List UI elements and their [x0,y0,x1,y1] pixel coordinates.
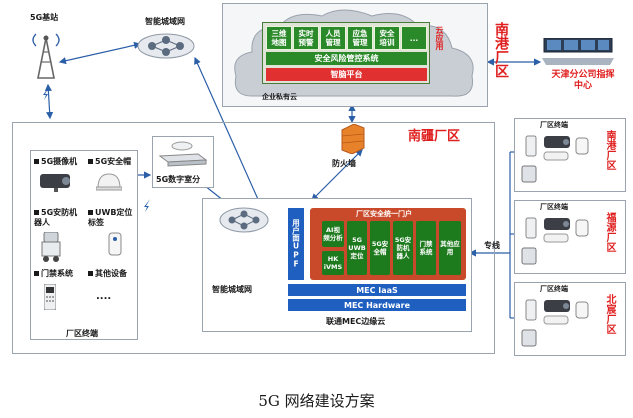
app-uwb: 5G UWB定位 [347,221,367,275]
figure-caption: 5G 网络建设方案 [258,392,375,410]
terminal-item-robot-text: 5G安防机器人 [34,208,78,227]
upf-bar: 用户面UPF [288,208,304,280]
camera-icon [40,172,76,192]
app-access: 门禁系统 [416,221,436,275]
terminal-item-access: 门禁系统 [34,270,73,278]
terminal-more: .... [96,291,112,302]
firewall-icon [340,123,366,155]
site-name-fuyuan: 福源厂区 [604,212,615,252]
terminal-title: 厂区终端 [66,329,98,338]
tianjin-label: 天津分公司指挥中心 [548,70,618,92]
site-name-beichen: 北宸厂区 [604,294,615,334]
command-center-icon [540,37,616,66]
terminal-item-uwb-text: UWB定位标签 [88,208,133,227]
smart-brain-platform: 智脑平台 [266,68,427,81]
firewall-label: 防火墙 [332,159,356,168]
router-cloud-icon [136,28,196,60]
dedicated-line-label: 专线 [484,241,500,250]
portal-label: 厂区安全统一门户 [356,210,412,218]
app-ai-video: AI视频分析 [322,221,344,247]
app-robot: 5G安防机器人 [393,221,413,275]
smart-net-label: 智能城域网 [145,17,185,26]
terminal-item-helmet: 5G安全帽 [88,158,131,166]
uwb-tag-icon [108,232,122,256]
nanjiang-frame [12,122,495,354]
base-station-label: 5G基站 [30,13,59,22]
base-station-icon [28,32,64,80]
nanjiang-label: 南疆厂区 [408,129,461,144]
module-personnel: 人员管理 [320,26,346,50]
terminal-item-camera: 5G摄像机 [34,158,77,166]
site-terminal-label-1: 厂区终端 [540,121,568,129]
app-other: 其他应用 [439,221,461,275]
site-terminal-label-3: 厂区终端 [540,285,568,293]
site-devices-icon [521,135,589,347]
terminal-item-robot: 5G安防机器人 [34,208,78,228]
module-more: ... [401,26,427,50]
module-realtime-alert: 实时预警 [293,26,319,50]
wireless-bolt-icon [144,199,150,212]
site-name-nangang: 南港厂区 [604,130,615,170]
terminal-item-uwb: UWB定位标签 [88,208,134,228]
mec-edge-label: 联通MEC边缘云 [326,317,386,326]
mec-iaas-bar: MEC IaaS [288,284,466,296]
site-terminal-label-2: 厂区终端 [540,203,568,211]
robot-icon [40,231,62,262]
terminal-item-other-text: 其他设备 [95,269,127,278]
module-emergency: 应急管理 [347,26,373,50]
room-device-icon [158,140,208,170]
risk-system-bar: 安全风险管控系统 [266,52,427,65]
terminal-item-camera-text: 5G摄像机 [41,157,78,166]
helmet-icon [95,172,123,192]
smart-net2-label: 智能城域网 [212,285,252,294]
cloud-app-label: 云应用 [435,26,444,50]
module-training: 安全培训 [374,26,400,50]
private-cloud-label: 企业私有云 [262,93,297,101]
access-control-icon [43,283,57,311]
nangang-top-label: 南港厂区 [493,22,509,78]
terminal-item-access-text: 门禁系统 [41,269,73,278]
wireless-bolt-icon [43,87,49,100]
router-cloud-icon-2 [218,204,270,234]
mec-hardware-bar: MEC Hardware [288,299,466,311]
app-helmet: 5G安全帽 [370,221,390,275]
terminal-item-helmet-text: 5G安全帽 [95,157,132,166]
terminal-item-other: 其他设备 [88,270,127,278]
room-label: 5G数字室分 [156,175,201,184]
module-3d-map: 三维地图 [266,26,292,50]
tianjin-text: 天津分公司指挥中心 [551,70,615,91]
app-hk-ivms: HK iVMS [322,251,344,275]
